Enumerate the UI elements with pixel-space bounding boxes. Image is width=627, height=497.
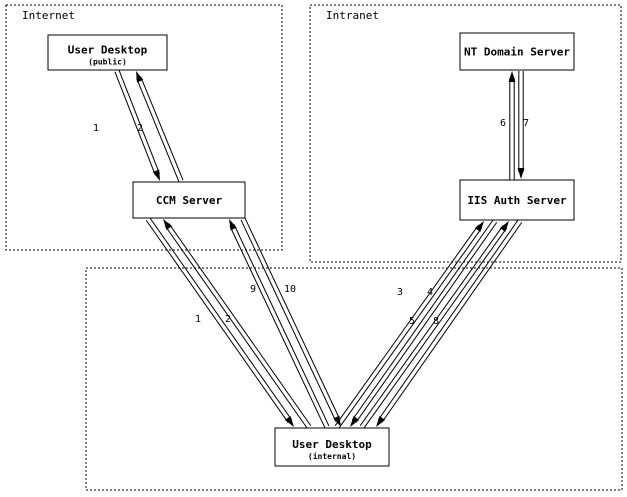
zone-boundary-internet xyxy=(5,4,283,251)
node-box-nt-domain-server xyxy=(459,32,575,71)
flow-label-flow-2-internal: 2 xyxy=(225,314,231,325)
flow-shaft-flow-1-internal-0 xyxy=(145,219,289,423)
flow-label-flow-4: 4 xyxy=(427,287,433,298)
flow-shaft-flow-1-internal-1 xyxy=(149,217,293,421)
arrow-head-flow-10 xyxy=(333,415,341,427)
node-iis-auth-server: IIS Auth Server xyxy=(459,179,575,221)
flow-shaft-flow-3-1 xyxy=(334,225,479,427)
arrow-head-flow-6 xyxy=(508,71,516,82)
arrow-head-flow-2-public xyxy=(136,71,144,83)
arrow-head-flow-9 xyxy=(229,219,237,231)
flow-arrows-group xyxy=(114,70,525,429)
flow-label-flow-9: 9 xyxy=(250,284,256,295)
flow-shaft-flow-5-1 xyxy=(359,225,504,427)
node-subtitle-user-desktop-internal: (internal) xyxy=(308,451,356,461)
flow-label-flow-5: 5 xyxy=(409,316,415,327)
flow-label-flow-10: 10 xyxy=(284,284,296,295)
zone-boundaries-group: Internet Intranet xyxy=(5,4,623,491)
flow-shaft-flow-9-0 xyxy=(233,224,330,427)
flow-flow-2-internal xyxy=(163,219,312,429)
flow-flow-9 xyxy=(229,219,330,429)
zone-boundary-internal xyxy=(85,267,623,491)
flow-flow-8 xyxy=(376,219,523,427)
arrow-head-flow-8 xyxy=(376,416,386,427)
flow-shaft-flow-9-1 xyxy=(229,226,326,429)
arrow-head-flow-2-internal xyxy=(163,219,173,230)
flow-shaft-flow-3-0 xyxy=(338,227,483,429)
flow-shaft-flow-1-public-0 xyxy=(114,71,156,176)
flow-flow-3 xyxy=(334,221,484,429)
flow-label-flow-6: 6 xyxy=(500,118,506,129)
node-box-user-desktop-public xyxy=(47,34,168,71)
flow-label-flow-1-internal: 1 xyxy=(195,314,201,325)
node-user-desktop-public: User Desktop(public) xyxy=(47,34,168,71)
flow-shaft-flow-1-public-1 xyxy=(118,70,160,174)
node-box-iis-auth-server xyxy=(459,179,575,221)
zone-label-internet: Internet xyxy=(22,9,75,22)
arrow-head-flow-3 xyxy=(474,221,484,232)
node-user-desktop-internal: User Desktop(internal) xyxy=(274,427,390,467)
flow-shaft-flow-5-0 xyxy=(363,227,508,429)
node-title-ccm-server: CCM Server xyxy=(156,194,223,207)
flow-labels-group: 1 2 1 2 9 10 3 4 5 8 6 7 xyxy=(93,118,529,327)
node-ccm-server: CCM Server xyxy=(132,181,246,219)
node-box-user-desktop-internal xyxy=(274,427,390,467)
flow-flow-1-public xyxy=(114,70,160,181)
node-title-user-desktop-public: User Desktop xyxy=(68,44,148,57)
flow-shaft-flow-4-1 xyxy=(355,221,498,423)
arrow-head-flow-5 xyxy=(499,221,509,232)
flow-shaft-flow-2-public-1 xyxy=(136,78,180,183)
flow-shaft-flow-10-1 xyxy=(244,217,341,420)
flow-shaft-flow-8-1 xyxy=(381,221,523,423)
flow-shaft-flow-2-internal-0 xyxy=(168,223,312,427)
flow-shaft-flow-10-0 xyxy=(240,219,337,422)
flow-flow-7 xyxy=(517,71,525,179)
flow-label-flow-3: 3 xyxy=(397,287,403,298)
flow-label-flow-8: 8 xyxy=(433,316,439,327)
arrow-head-flow-7 xyxy=(517,168,525,179)
node-title-iis-auth-server: IIS Auth Server xyxy=(467,194,567,207)
flow-shaft-flow-2-public-0 xyxy=(140,76,184,181)
flow-flow-6 xyxy=(508,71,516,180)
flow-flow-4 xyxy=(350,219,498,427)
node-title-user-desktop-internal: User Desktop xyxy=(292,438,372,451)
node-box-ccm-server xyxy=(132,181,246,219)
node-title-nt-domain-server: NT Domain Server xyxy=(464,46,570,59)
flow-label-flow-1-public: 1 xyxy=(93,123,99,134)
flow-flow-2-public xyxy=(136,71,184,183)
flow-flow-1-internal xyxy=(145,217,294,427)
arrow-head-flow-1-internal xyxy=(284,416,294,427)
flow-shaft-flow-8-0 xyxy=(377,219,519,421)
flow-label-flow-7: 7 xyxy=(523,118,529,129)
flow-shaft-flow-2-internal-1 xyxy=(164,225,308,429)
flow-label-flow-2-public: 2 xyxy=(137,123,143,134)
flow-flow-10 xyxy=(240,217,341,427)
arrow-head-flow-1-public xyxy=(152,169,160,181)
flow-flow-5 xyxy=(359,221,509,429)
arrow-head-flow-4 xyxy=(350,416,360,427)
zone-label-intranet: Intranet xyxy=(326,9,379,22)
flow-shaft-flow-4-0 xyxy=(351,219,494,421)
node-nt-domain-server: NT Domain Server xyxy=(459,32,575,71)
node-subtitle-user-desktop-public: (public) xyxy=(88,57,127,67)
